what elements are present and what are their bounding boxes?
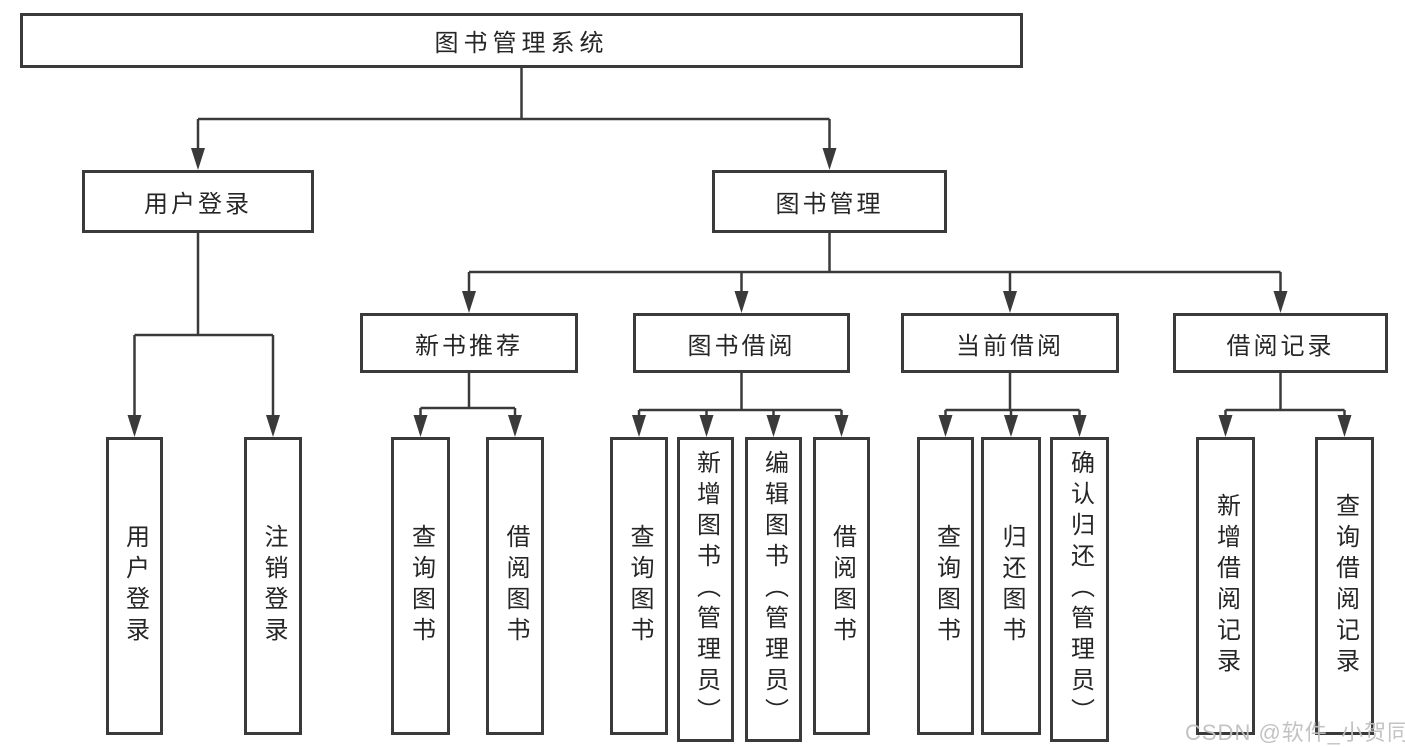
leaf-query-books-borrow: 查询图书 — [610, 437, 668, 735]
csdn-watermark: CSDN @软件_小贺同学 — [1185, 720, 1405, 745]
node-borrow-records: 借阅记录 — [1173, 313, 1388, 373]
node-user-login: 用户登录 — [82, 170, 314, 233]
leaf-query-books-recommend: 查询图书 — [391, 437, 450, 735]
node-book-management: 图书管理 — [712, 170, 947, 233]
leaf-query-borrow-record: 查询借阅记录 — [1315, 437, 1374, 735]
leaf-borrow-books: 借阅图书 — [813, 437, 870, 735]
leaf-add-borrow-record: 新增借阅记录 — [1196, 437, 1255, 735]
leaf-borrow-books-recommend: 借阅图书 — [486, 437, 544, 735]
node-book-borrow: 图书借阅 — [633, 313, 850, 373]
leaf-logout-login: 注销登录 — [244, 437, 302, 735]
leaf-return-books: 归还图书 — [981, 437, 1041, 735]
leaf-edit-books-admin: 编辑图书（管理员） — [745, 437, 802, 742]
node-current-borrow: 当前借阅 — [901, 313, 1119, 373]
leaf-add-books-admin: 新增图书（管理员） — [677, 437, 734, 742]
leaf-query-books-current: 查询图书 — [917, 437, 974, 735]
leaf-confirm-return-admin: 确认归还（管理员） — [1050, 437, 1109, 742]
node-new-book-recommend: 新书推荐 — [360, 313, 578, 373]
node-library-management-system: 图书管理系统 — [20, 13, 1023, 68]
leaf-user-login: 用户登录 — [106, 437, 163, 735]
